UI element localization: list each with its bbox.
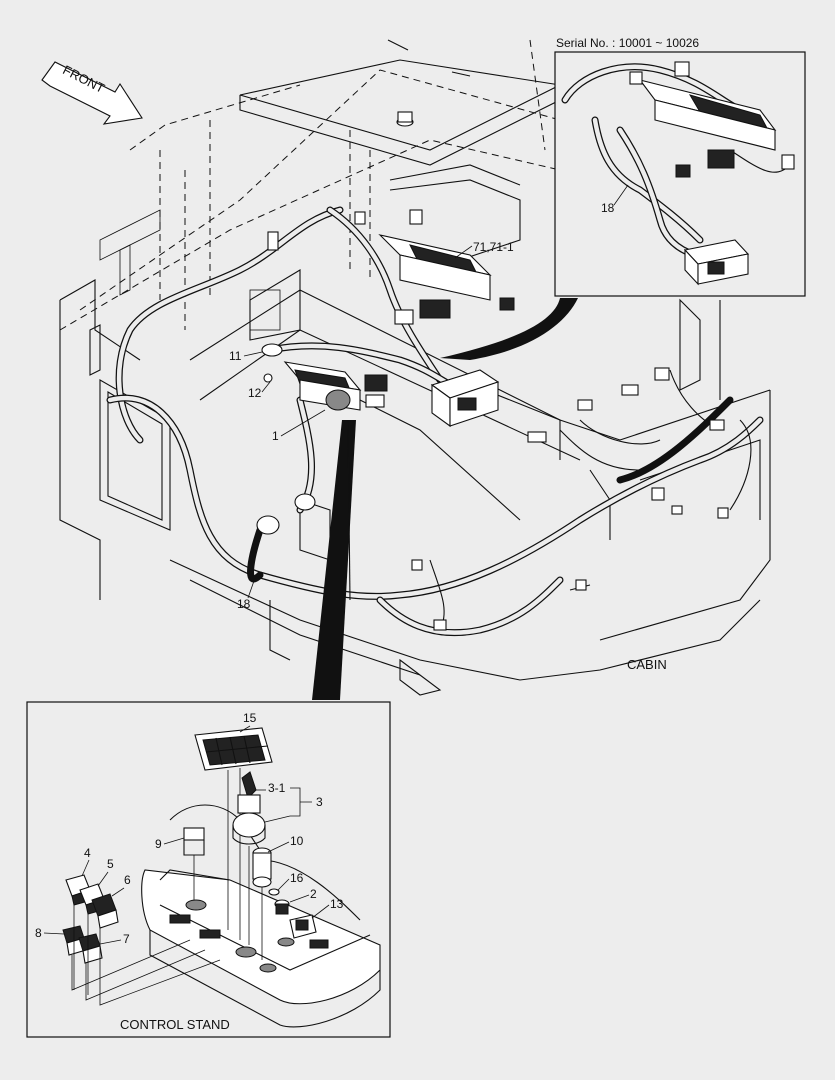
callout-9: 9 [155, 837, 162, 851]
serial-note: Serial No. : 10001 ~ 10026 [556, 36, 699, 50]
wire-harness-main [106, 206, 764, 637]
pointer-wedge-stand [312, 420, 356, 700]
cabin-caption: CABIN [627, 657, 667, 672]
monitor-connector [430, 369, 500, 428]
front-arrow: FRONT [41, 61, 143, 125]
callout-4: 4 [84, 846, 91, 860]
callout-18-main: 18 [237, 597, 251, 611]
serial-inset: Serial No. : 10001 ~ 10026 18 [554, 36, 806, 297]
callout-8: 8 [35, 926, 42, 940]
callout-12: 12 [248, 386, 262, 400]
callout-2: 2 [310, 887, 317, 901]
callout-15: 15 [243, 711, 257, 725]
callout-6: 6 [124, 873, 131, 887]
callout-5: 5 [107, 857, 114, 871]
callout-18-inset: 18 [601, 201, 615, 215]
callout-71: 71,71-1 [473, 240, 514, 254]
control-stand-caption: CONTROL STAND [120, 1017, 230, 1032]
fuse-box-1 [261, 343, 388, 411]
callout-3-1: 3-1 [268, 781, 286, 795]
callout-10: 10 [290, 834, 304, 848]
main-callouts: 71,71-1 11 12 1 18 CABIN [229, 240, 667, 672]
callout-7: 7 [123, 932, 130, 946]
callout-1: 1 [272, 429, 279, 443]
callout-3: 3 [316, 795, 323, 809]
callout-16: 16 [290, 871, 304, 885]
control-stand-inset: 15 3-1 3 9 10 16 2 13 4 5 6 8 7 CONTROL … [26, 701, 391, 1038]
misc-connectors [256, 367, 729, 631]
pointer-wedge-inset [440, 298, 578, 360]
fuse-relay-assembly [267, 209, 515, 325]
callout-11: 11 [229, 349, 242, 363]
callout-13: 13 [330, 897, 344, 911]
